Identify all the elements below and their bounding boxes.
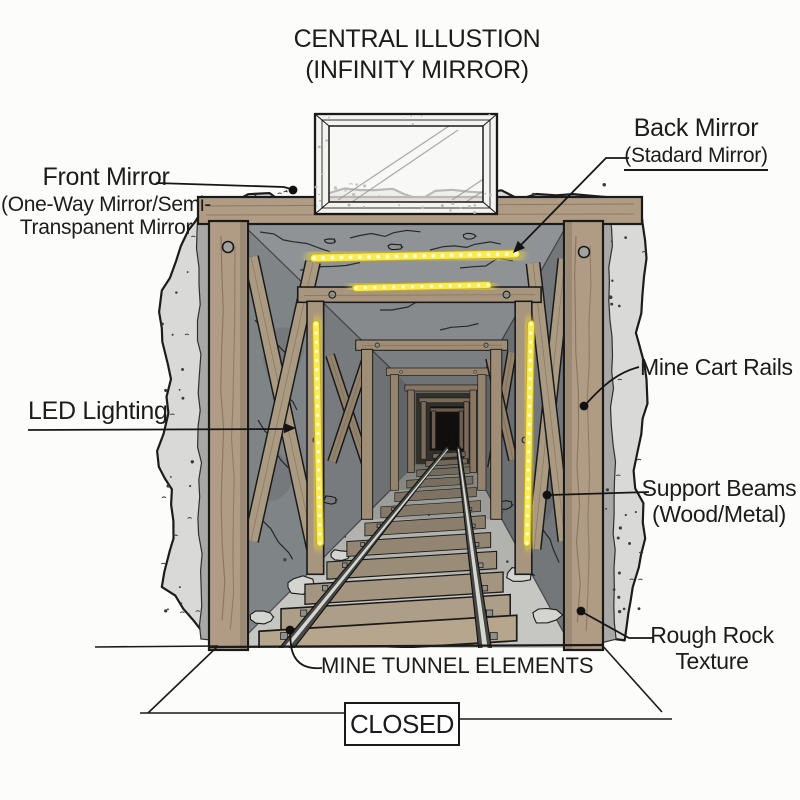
rough-rock-line2: Texture — [675, 647, 749, 674]
front-mirror-line1: Front Mirror — [42, 163, 170, 191]
label-rough-rock-texture: Rough Rock Texture — [648, 622, 776, 675]
closed-sign-text: CLOSED — [350, 708, 454, 739]
support-beams-line1: Support Beams — [641, 475, 797, 501]
label-mine-cart-rails: Mine Cart Rails — [640, 354, 793, 380]
label-support-beams: Support Beams (Wood/Metal) — [640, 475, 798, 528]
title-line1: CENTRAL ILLUSTION — [293, 25, 541, 53]
label-back-mirror: Back Mirror (Stadard Mirror) — [612, 114, 780, 172]
label-mine-tunnel-elements: MINE TUNNEL ELEMENTS — [321, 653, 594, 678]
leader-lines — [27, 157, 653, 670]
label-front-mirror: Front Mirror (One-Way Mirror/Semi- Trans… — [0, 163, 212, 240]
back-mirror-line2: (Stadard Mirror) — [624, 144, 768, 172]
support-beams-line2: (Wood/Metal) — [651, 500, 787, 527]
label-led-lighting: LED Lighting — [28, 397, 168, 425]
tunnel-interior — [233, 215, 573, 648]
rough-rock-line1: Rough Rock — [650, 622, 774, 648]
closed-sign: CLOSED — [344, 702, 460, 746]
front-mirror-line3: Transpanent Mirror — [19, 216, 193, 240]
back-mirror-line1: Back Mirror — [633, 114, 759, 142]
front-mirror-panel — [313, 112, 499, 216]
diagram-title: CENTRAL ILLUSTION (INFINITY MIRROR) — [252, 24, 582, 85]
title-line2: (INFINITY MIRROR) — [305, 55, 529, 84]
ground-lines — [94, 643, 672, 720]
front-mirror-line2: (One-Way Mirror/Semi- — [1, 192, 211, 216]
